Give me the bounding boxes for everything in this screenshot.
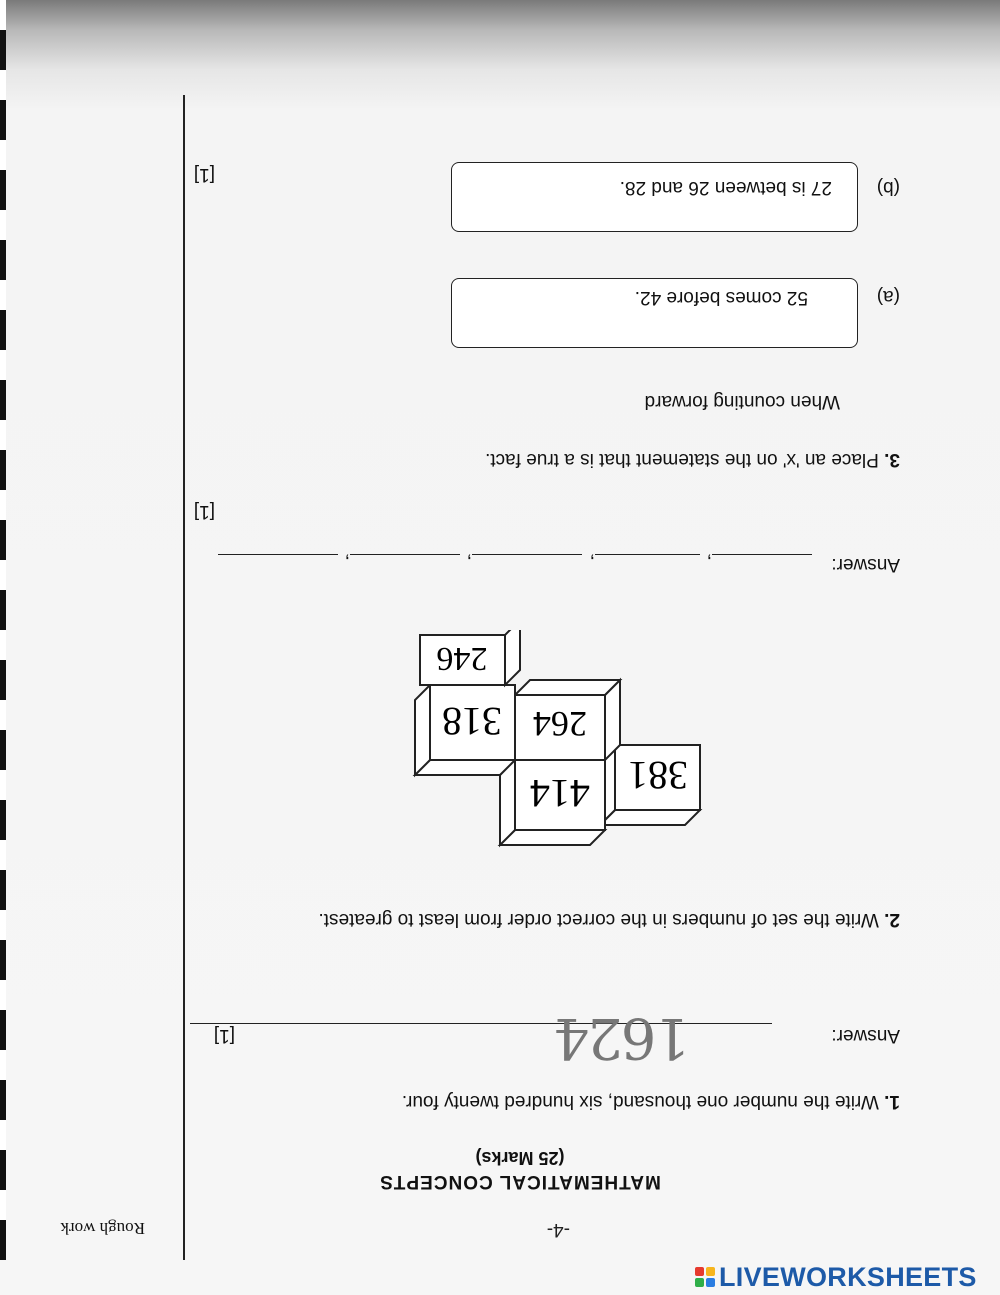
comma: , bbox=[344, 552, 350, 573]
option-a-statement: 52 comes before 42. bbox=[634, 287, 808, 308]
answer-blank-1[interactable] bbox=[712, 554, 812, 555]
question-3: 3. Place an 'x' on the statement that is… bbox=[485, 448, 900, 470]
comma: , bbox=[466, 552, 472, 573]
cube-414: 414 bbox=[497, 757, 608, 848]
cube-264: 264 bbox=[512, 677, 623, 763]
question-2-marks: [1] bbox=[193, 501, 215, 522]
question-1: 1. Write the number one thousand, six hu… bbox=[402, 1090, 900, 1112]
question-1-marks: [1] bbox=[213, 1025, 235, 1046]
answer-blank-4[interactable] bbox=[350, 554, 460, 555]
section-title: MATHEMATICAL CONCEPTS bbox=[379, 1171, 661, 1192]
question-2-text: Write the set of numbers in the correct … bbox=[318, 909, 879, 930]
question-2-answer-label: Answer: bbox=[831, 554, 900, 575]
answer-blank-5[interactable] bbox=[218, 554, 338, 555]
answer-blank-3[interactable] bbox=[472, 554, 582, 555]
cube-414-label: 414 bbox=[530, 771, 590, 816]
question-3-subtext: When counting forward bbox=[644, 391, 840, 412]
cube-246-label: 246 bbox=[437, 640, 488, 677]
number-cubes-diagram: 381 414 264 318 bbox=[412, 630, 703, 848]
comma: , bbox=[589, 552, 595, 573]
page-number: -4- bbox=[546, 1219, 570, 1240]
liveworksheets-watermark: LIVEWORKSHEETS bbox=[695, 1262, 977, 1292]
question-1-number: 1. bbox=[884, 1091, 900, 1112]
option-b-statement: 27 is between 26 and 28. bbox=[619, 177, 832, 198]
cube-318-label: 318 bbox=[442, 699, 502, 744]
cube-264-label: 264 bbox=[533, 704, 587, 744]
option-a-label: (a) bbox=[876, 286, 900, 307]
watermark-text: LIVEWORKSHEETS bbox=[719, 1261, 977, 1292]
section-marks: (25 Marks) bbox=[475, 1148, 565, 1168]
question-3-text: Place an 'x' on the statement that is a … bbox=[485, 449, 879, 470]
cube-381-label: 381 bbox=[628, 753, 688, 798]
liveworksheets-logo-icon bbox=[695, 1267, 715, 1287]
answer-blank-2[interactable] bbox=[595, 554, 700, 555]
cube-318: 318 bbox=[412, 682, 518, 778]
question-3-number: 3. bbox=[884, 449, 900, 470]
rough-work-label: Rough work bbox=[60, 1219, 145, 1238]
question-2-number: 2. bbox=[884, 909, 900, 930]
question-2: 2. Write the set of numbers in the corre… bbox=[318, 908, 900, 930]
question-3-marks: [1] bbox=[193, 164, 215, 185]
binding-edge bbox=[0, 0, 6, 1260]
question-1-answer-label: Answer: bbox=[831, 1025, 900, 1046]
worksheet-sheet: Rough work -4- MATHEMATICAL CONCEPTS (25… bbox=[0, 0, 900, 1260]
cube-381: 381 bbox=[597, 742, 703, 828]
question-1-text: Write the number one thousand, six hundr… bbox=[401, 1091, 879, 1112]
margin-line bbox=[183, 95, 185, 1260]
comma: , bbox=[706, 552, 712, 573]
handwritten-answer: 1624 bbox=[555, 1005, 690, 1070]
option-b-label: (b) bbox=[876, 177, 900, 198]
cube-246: 246 bbox=[419, 630, 521, 688]
